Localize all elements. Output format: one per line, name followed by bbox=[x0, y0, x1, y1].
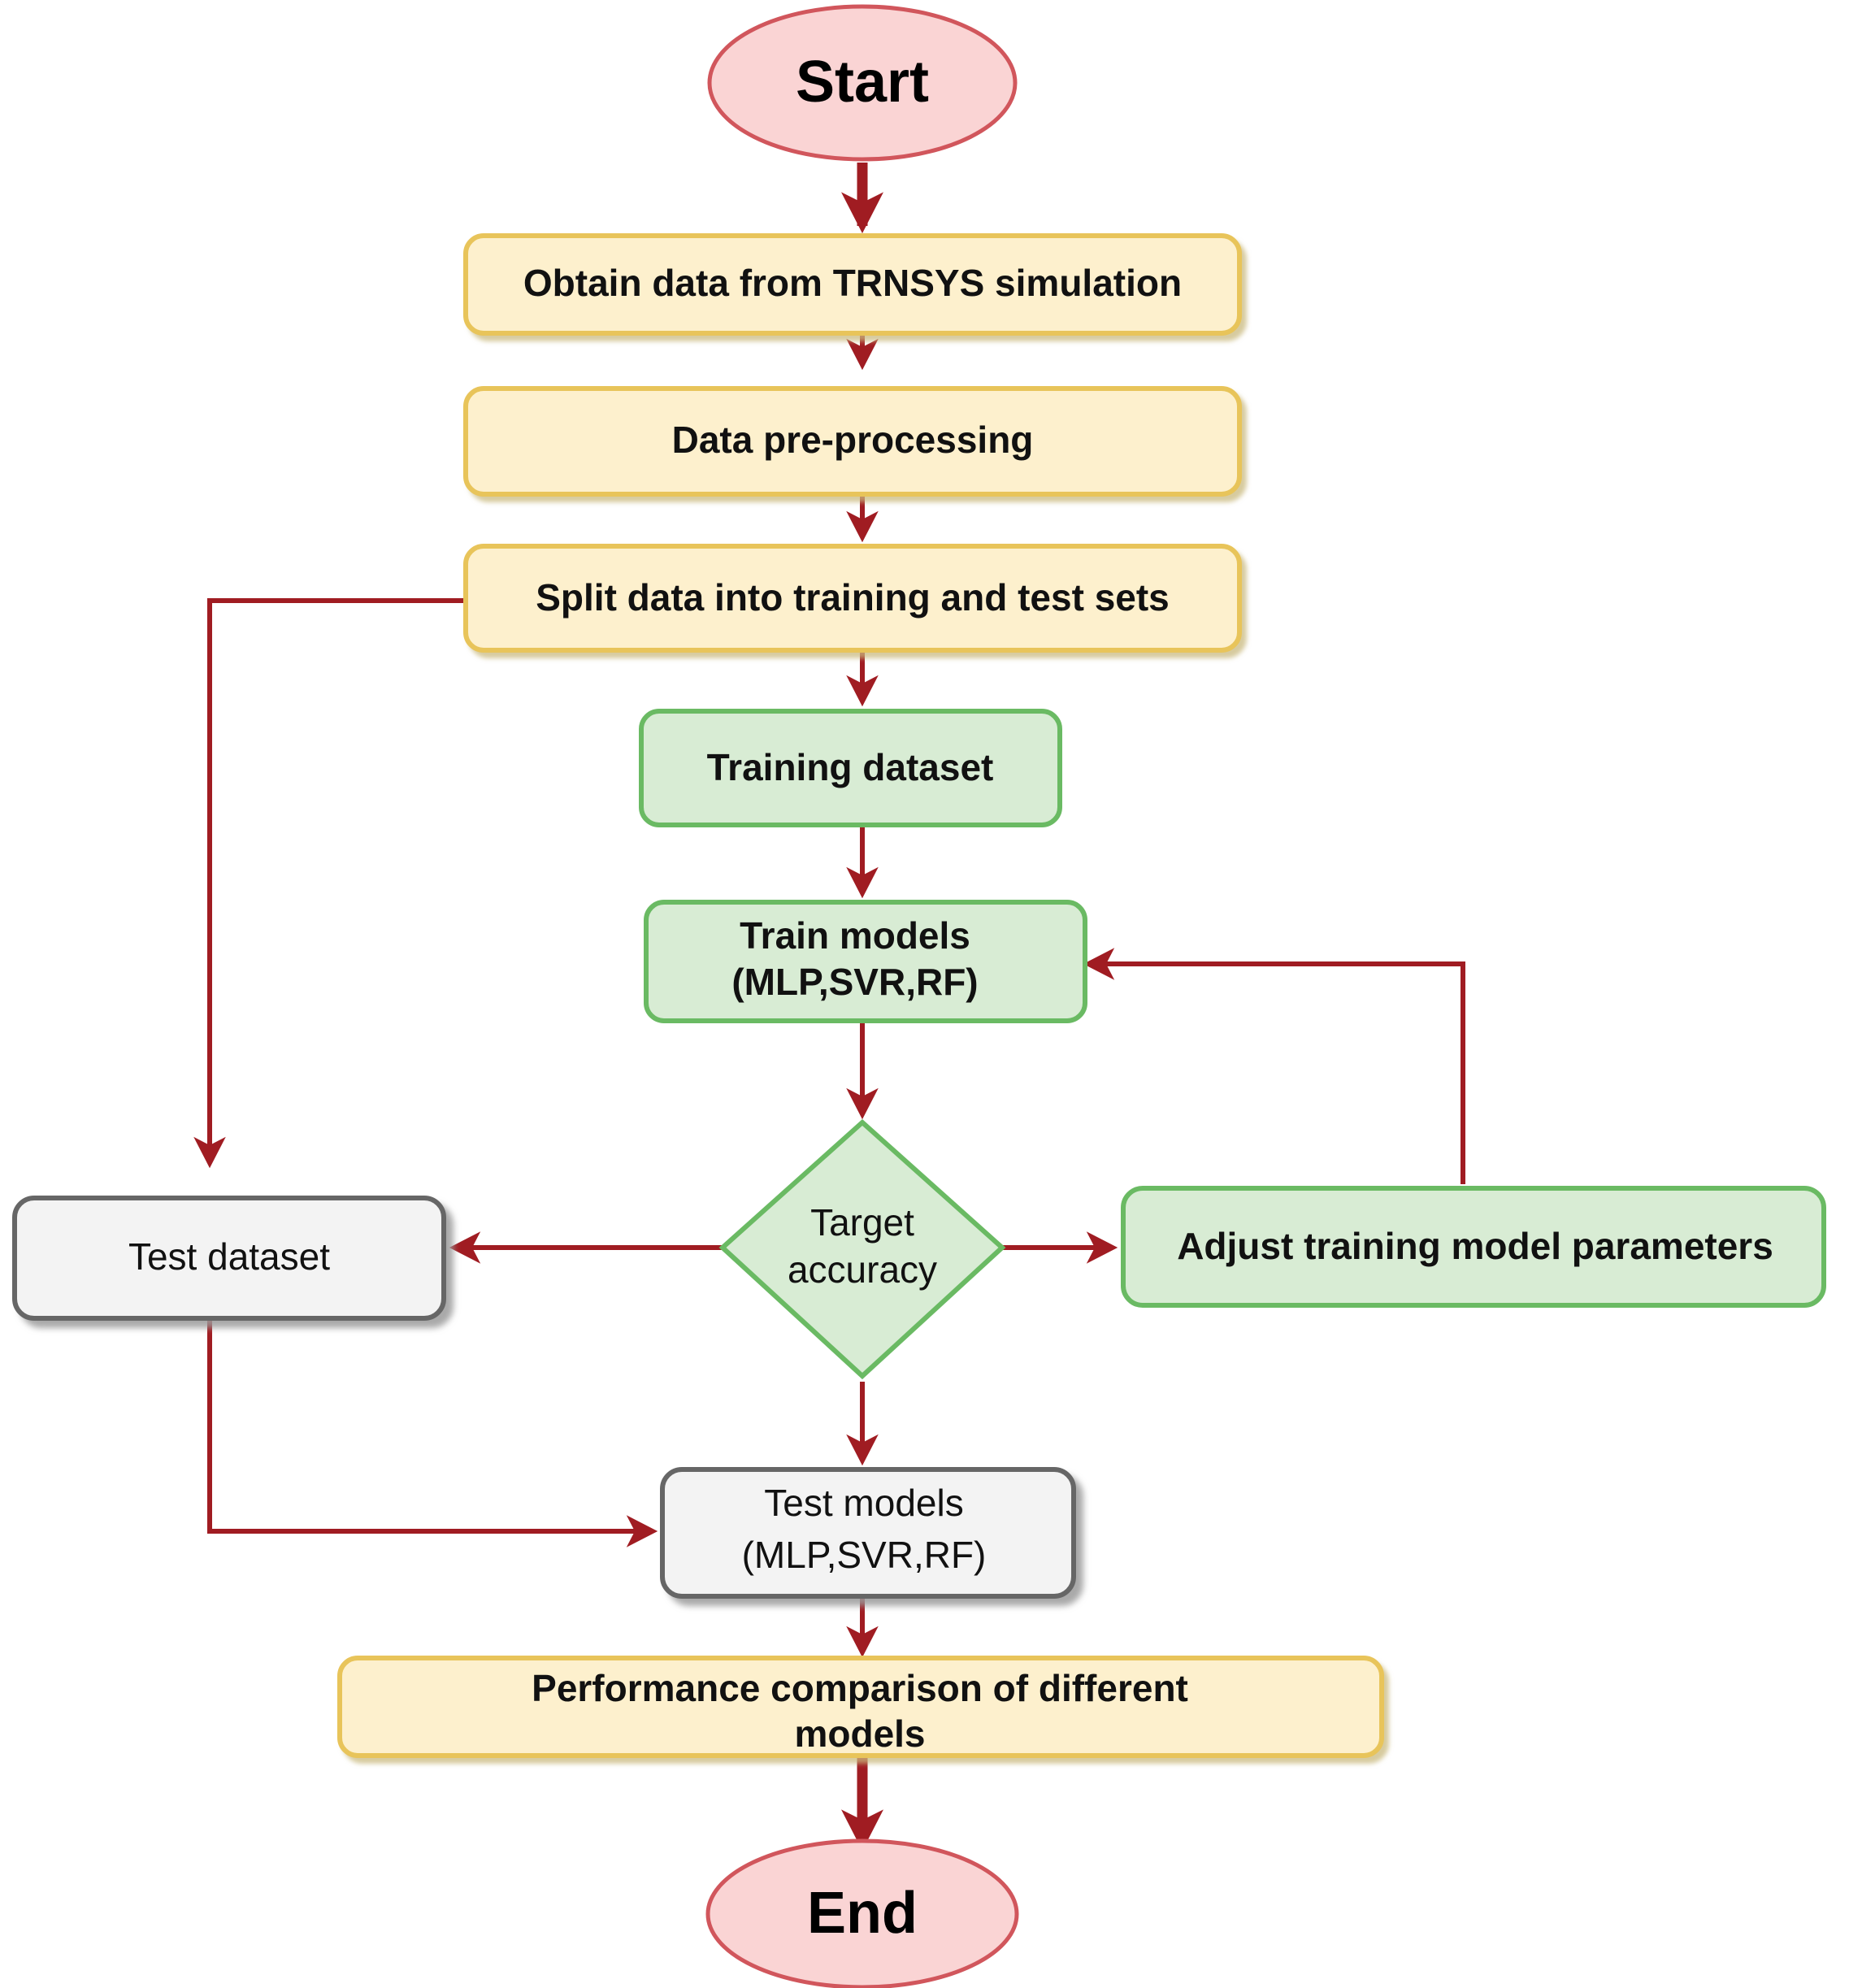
node-adjust-parameters[interactable]: Adjust training model parameters bbox=[1121, 1186, 1826, 1308]
training-dataset-shape bbox=[639, 709, 1062, 827]
node-test-models[interactable]: Test models (MLP,SVR,RF) bbox=[660, 1467, 1076, 1599]
edge-layer bbox=[193, 163, 1465, 1851]
node-split-data[interactable]: Split data into training and test sets bbox=[463, 544, 1242, 653]
split-data-shape bbox=[463, 544, 1242, 653]
train-models-shape bbox=[644, 900, 1087, 1023]
node-test-dataset[interactable]: Test dataset bbox=[12, 1196, 446, 1321]
train-models-label-line2: (MLP,SVR,RF) bbox=[731, 961, 978, 1003]
node-obtain-data[interactable]: Obtain data from TRNSYS simulation bbox=[463, 233, 1242, 336]
end-label: End bbox=[807, 1881, 918, 1946]
node-performance-comparison[interactable]: Performance comparison of different mode… bbox=[337, 1656, 1384, 1758]
test-models-label-line1: Test models bbox=[764, 1482, 963, 1524]
test-models-shape bbox=[660, 1467, 1076, 1599]
performance-comparison-shape bbox=[337, 1656, 1384, 1758]
node-training-dataset[interactable]: Training dataset bbox=[639, 709, 1062, 827]
adjust-parameters-label: Adjust training model parameters bbox=[1177, 1225, 1773, 1267]
target-accuracy-label-line1: Target bbox=[810, 1201, 914, 1244]
start-label: Start bbox=[796, 50, 929, 115]
training-dataset-label: Training dataset bbox=[707, 746, 994, 788]
node-target-accuracy-decision[interactable]: Target accuracy bbox=[718, 1118, 1006, 1380]
test-models-label-line2: (MLP,SVR,RF) bbox=[742, 1534, 987, 1576]
edge-testdata-to-testmodels bbox=[207, 1318, 658, 1547]
performance-comparison-label-line1: Performance comparison of different bbox=[532, 1667, 1188, 1709]
node-train-models[interactable]: Train models (MLP,SVR,RF) bbox=[644, 900, 1087, 1023]
obtain-data-shape bbox=[463, 233, 1242, 336]
node-end[interactable]: End bbox=[705, 1838, 1019, 1988]
adjust-parameters-shape bbox=[1121, 1186, 1826, 1308]
data-preprocessing-shape bbox=[463, 386, 1242, 497]
node-data-preprocessing[interactable]: Data pre-processing bbox=[463, 386, 1242, 497]
edge-adjust-to-trainmodels bbox=[1083, 948, 1465, 1184]
data-preprocessing-label: Data pre-processing bbox=[672, 419, 1034, 461]
node-start[interactable]: Start bbox=[707, 4, 1018, 162]
start-terminator-shape bbox=[707, 4, 1018, 162]
performance-comparison-label-line2: models bbox=[794, 1712, 925, 1755]
split-data-label: Split data into training and test sets bbox=[536, 576, 1170, 619]
target-accuracy-label-line2: accuracy bbox=[788, 1248, 937, 1291]
target-accuracy-shape bbox=[718, 1118, 1006, 1380]
test-dataset-label: Test dataset bbox=[128, 1235, 330, 1278]
edge-split-to-testdata bbox=[193, 598, 466, 1169]
end-terminator-shape bbox=[705, 1838, 1019, 1988]
obtain-data-label: Obtain data from TRNSYS simulation bbox=[523, 262, 1182, 304]
test-dataset-shape bbox=[12, 1196, 446, 1321]
train-models-label-line1: Train models bbox=[740, 914, 970, 957]
